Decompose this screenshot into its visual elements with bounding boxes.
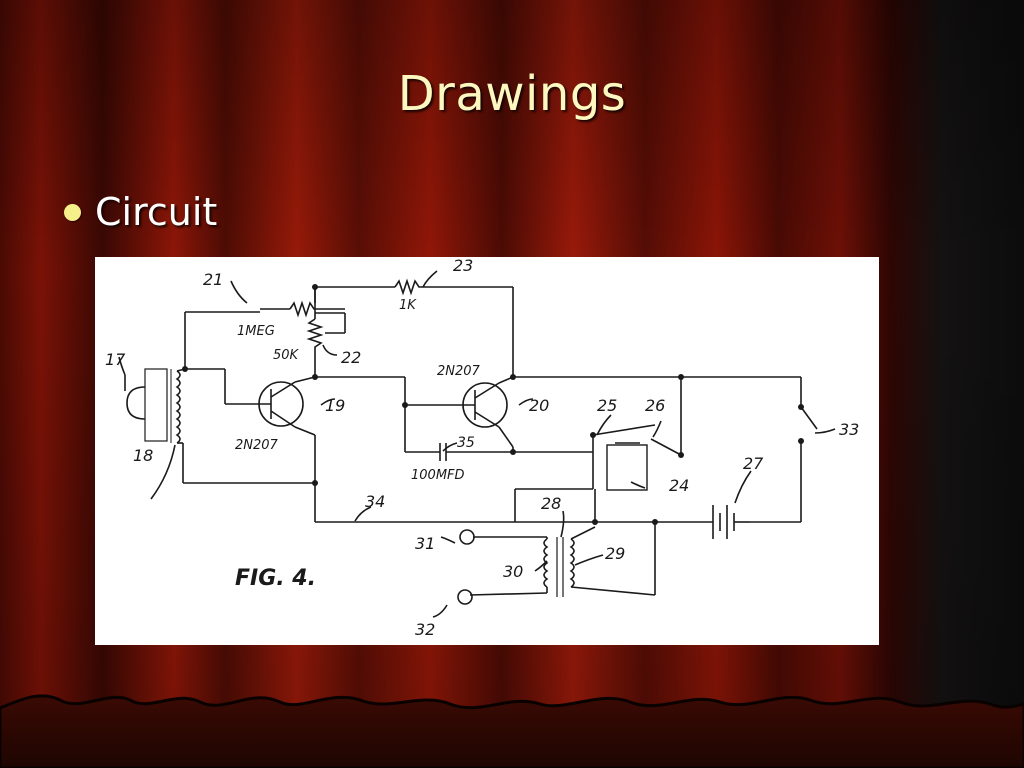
- label-35: 35: [457, 435, 475, 451]
- label-19: 19: [325, 396, 345, 415]
- figure-caption: FIG. 4.: [235, 566, 316, 591]
- label-31: 31: [415, 534, 435, 553]
- bullet-dot-icon: [64, 203, 81, 221]
- label-18: 18: [133, 446, 153, 465]
- label-1k: 1K: [399, 298, 417, 313]
- label-21: 21: [203, 270, 223, 289]
- label-26: 26: [645, 396, 665, 415]
- label-20: 20: [529, 396, 549, 415]
- label-1meg: 1MEG: [237, 324, 275, 339]
- label-23: 23: [453, 257, 473, 275]
- circuit-diagram: 21 1MEG 50K 22 23 1K 17 19 2N207 2N207 2…: [105, 256, 859, 639]
- label-2n207-a: 2N207: [235, 438, 279, 453]
- bullet-text: Circuit: [95, 190, 218, 234]
- circuit-drawing: 21 1MEG 50K 22 23 1K 17 19 2N207 2N207 2…: [95, 256, 879, 645]
- label-27: 27: [743, 454, 764, 473]
- label-34: 34: [365, 492, 385, 511]
- label-17: 17: [105, 350, 126, 369]
- label-100mfd: 100MFD: [411, 468, 465, 483]
- label-32: 32: [415, 620, 435, 639]
- label-28: 28: [541, 494, 561, 513]
- slide-title: Drawings: [397, 66, 627, 122]
- label-50k: 50K: [273, 348, 300, 363]
- label-25: 25: [597, 396, 617, 415]
- label-22: 22: [341, 348, 361, 367]
- label-30: 30: [503, 562, 523, 581]
- label-33: 33: [839, 420, 859, 439]
- bullet-item: Circuit: [64, 190, 217, 234]
- label-24: 24: [669, 476, 689, 495]
- label-29: 29: [605, 544, 625, 563]
- label-2n207-b: 2N207: [437, 364, 481, 379]
